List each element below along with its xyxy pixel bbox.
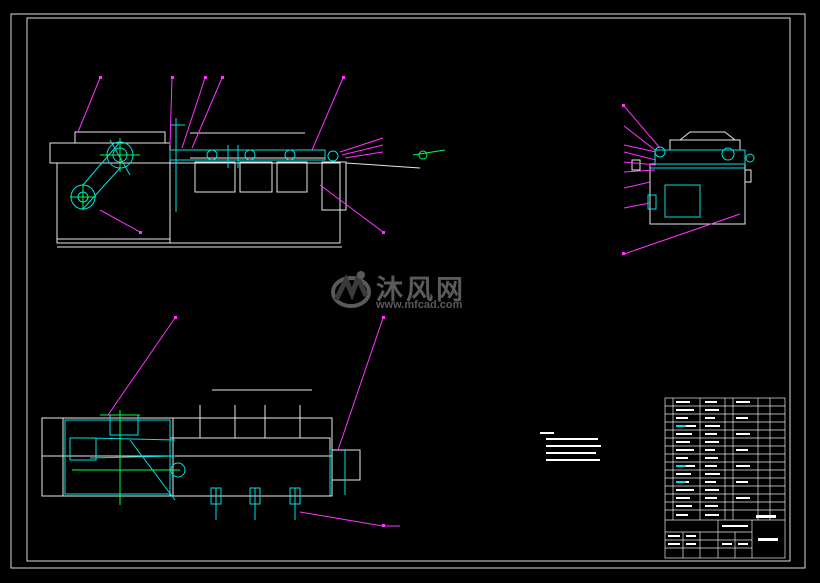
- technical-notes: [540, 432, 601, 461]
- inner-border: [26, 17, 791, 562]
- front-elevation-view: [49, 76, 446, 248]
- title-block: [664, 397, 786, 559]
- watermark-brand: 沐风网: [376, 275, 466, 306]
- watermark-url: www.mfcad.com: [376, 299, 463, 311]
- watermark: 沐风网 www.mfcad.com: [328, 266, 498, 314]
- mfcad-logo-icon: [331, 271, 371, 308]
- outer-border: [10, 13, 806, 569]
- side-elevation-view: [622, 104, 755, 255]
- plan-view: [41, 316, 400, 527]
- title-block-entries: [668, 401, 778, 545]
- title-block-highlights: [676, 425, 686, 483]
